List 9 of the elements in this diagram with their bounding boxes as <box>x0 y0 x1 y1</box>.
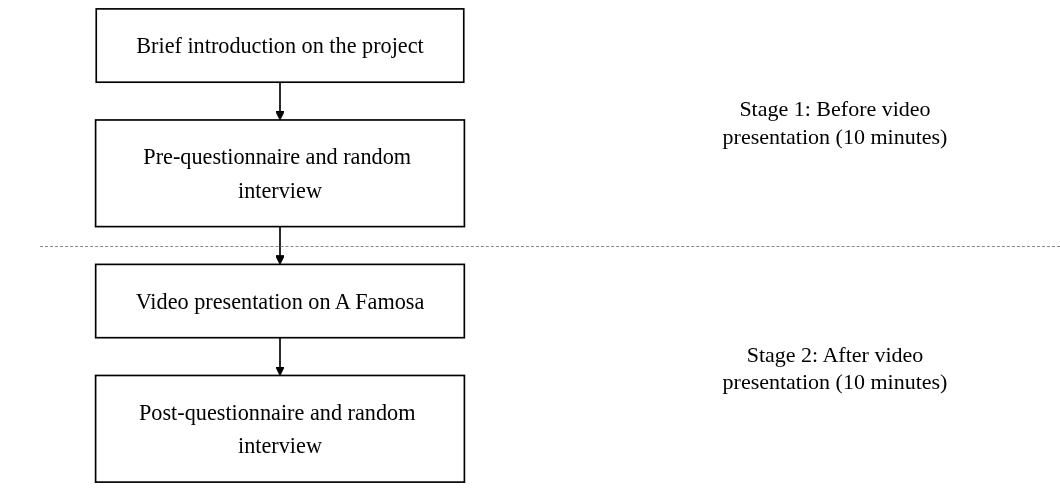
arrow <box>275 336 285 376</box>
node-box: Post-questionnaire and random interview <box>94 374 466 483</box>
stage-note: Stage 1: Before video presentation (10 minutes) <box>721 95 949 151</box>
node-box: Brief introduction on the project <box>95 8 465 84</box>
node-box: Pre-questionnaire and random interview <box>94 119 466 228</box>
arrow <box>275 225 285 265</box>
arrow <box>275 81 285 121</box>
node-box: Video presentation on A Famosa <box>94 263 466 339</box>
stage-note: Stage 2: After video presentation (10 minutes) <box>721 340 949 396</box>
